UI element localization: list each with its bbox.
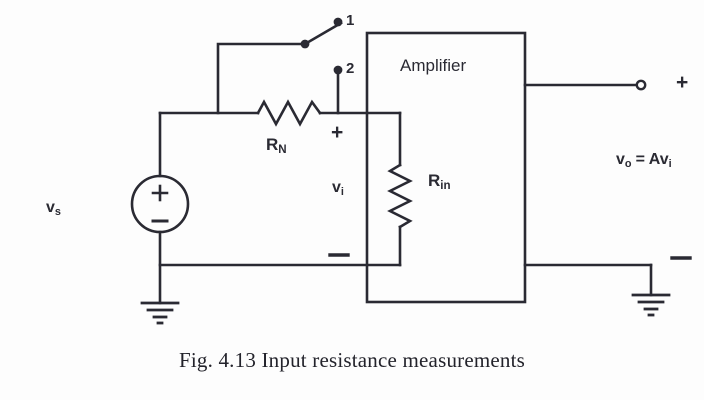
terminal-1-dot (333, 17, 343, 27)
resistor-rn-body (256, 99, 322, 127)
output-gain-expression: = Av (635, 151, 669, 168)
output-equation-label: vo= Avi (616, 151, 672, 171)
source-voltage-symbol: v (46, 199, 55, 216)
input-resistance-label: Rin (428, 171, 451, 193)
switch-lead-wire (216, 42, 307, 115)
series-resistor-subscript: N (278, 144, 287, 157)
terminal-2-dot (333, 65, 343, 75)
output-terminal-node (635, 79, 647, 91)
input-voltage-subscript: i (340, 186, 344, 199)
voltage-source-symbol (130, 174, 190, 234)
series-resistor-symbol: R (266, 135, 279, 154)
source-voltage-label: vs (46, 199, 61, 219)
switch-pivot-dot (300, 39, 310, 49)
figure-caption: Fig. 4.13 Input resistance measurements (178, 348, 526, 372)
switch-blade (303, 21, 343, 46)
terminal-1-label: 1 (346, 12, 355, 29)
resistor-rin-body (387, 163, 413, 229)
input-plus-label: + (331, 121, 344, 144)
source-voltage-subscript: s (54, 206, 61, 219)
amplifier-block-label: Amplifier (400, 56, 467, 75)
output-voltage-subscript: o (624, 158, 632, 171)
input-voltage-label: vi (332, 179, 344, 199)
series-resistor-label: RN (266, 135, 287, 157)
ground-symbol-source (140, 301, 180, 325)
input-resistance-subscript: in (440, 180, 451, 193)
terminal-2-label: 2 (346, 60, 355, 77)
input-resistance-symbol: R (428, 171, 441, 190)
ground-symbol-output (631, 293, 671, 317)
source-plus-sign (151, 184, 169, 202)
output-voltage-symbol: v (616, 151, 625, 168)
output-plus-label: + (676, 71, 689, 94)
output-gain-subscript: i (668, 158, 672, 171)
amplifier-block (365, 31, 527, 304)
input-voltage-symbol: v (332, 179, 341, 196)
